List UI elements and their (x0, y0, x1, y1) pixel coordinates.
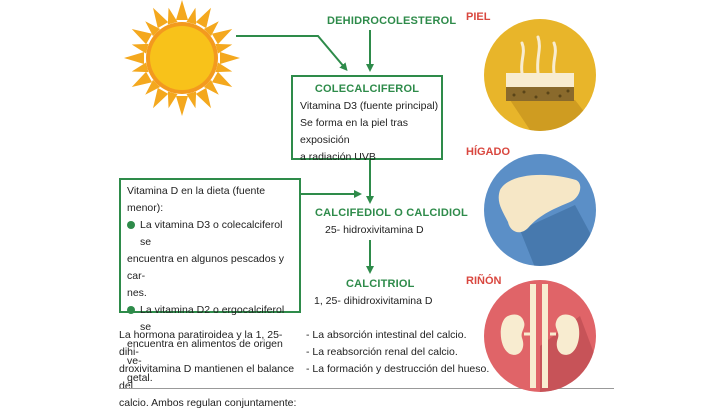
diet-bullet1-line2: encuentra en algunos pescados y car- (127, 253, 285, 282)
step-calcitriol-sub: 1, 25- dihidroxivitamina D (314, 295, 433, 307)
kidney-icon (484, 280, 596, 392)
diet-bullet1-line1: La vitamina D3 o colecalciferol se (140, 219, 283, 248)
liver-icon (484, 154, 596, 266)
footer-item3: - La formación y destrucción del hueso. (306, 363, 490, 375)
bottom-divider (119, 388, 614, 389)
footer-left-line1: La hormona paratiroidea y la 1, 25-dihi- (119, 329, 283, 358)
colecalciferol-line2: Se forma en la piel tras exposición (300, 117, 408, 146)
colecalciferol-title: COLECALCIFEROL (314, 83, 420, 95)
colecalciferol-line1: Vitamina D3 (fuente principal) (300, 100, 439, 112)
footer-left: La hormona paratiroidea y la 1, 25-dihi-… (119, 327, 299, 412)
diet-bullet-d3: La vitamina D3 o colecalciferol se (127, 217, 293, 251)
colecalciferol-box: COLECALCIFEROL Vitamina D3 (fuente princ… (291, 75, 443, 163)
step-calcifediol-sub: 25- hidroxivitamina D (325, 224, 424, 236)
diet-box: Vitamina D en la dieta (fuente menor): L… (119, 178, 301, 384)
footer-item2: - La reabsorción renal del calcio. (306, 346, 458, 358)
diet-bullet2-line3: getal. (127, 372, 153, 384)
bullet-dot-icon (127, 306, 135, 314)
diet-bullet-d2: La vitamina D2 o ergocalciferol se (127, 302, 293, 336)
diet-bullet2-line1: La vitamina D2 o ergocalciferol se (140, 304, 285, 333)
footer-right: - La absorción intestinal del calcio. - … (306, 327, 506, 378)
footer-left-line2: droxivitamina D mantienen el balance del (119, 363, 295, 392)
diet-heading: Vitamina D en la dieta (fuente menor): (127, 185, 266, 214)
label-higado: HÍGADO (466, 146, 510, 158)
skin-icon (484, 19, 596, 131)
label-rinon: RIÑÓN (466, 275, 502, 287)
sun-icon (124, 0, 240, 116)
footer-item1: - La absorción intestinal del calcio. (306, 329, 467, 341)
step-dehidrocolesterol: DEHIDROCOLESTEROL (327, 15, 457, 27)
step-calcifediol: CALCIFEDIOL O CALCIDIOL (315, 207, 468, 219)
label-piel: PIEL (466, 11, 491, 23)
step-calcitriol: CALCITRIOL (346, 278, 415, 290)
colecalciferol-line3: a radiación UVB (300, 151, 376, 163)
footer-left-line3: calcio. Ambos regulan conjuntamente: (119, 397, 297, 409)
bullet-dot-icon (127, 221, 135, 229)
diet-bullet1-line3: nes. (127, 287, 147, 299)
diet-bullet2-line2: encuentra en alimentos de origen ve- (127, 338, 283, 367)
